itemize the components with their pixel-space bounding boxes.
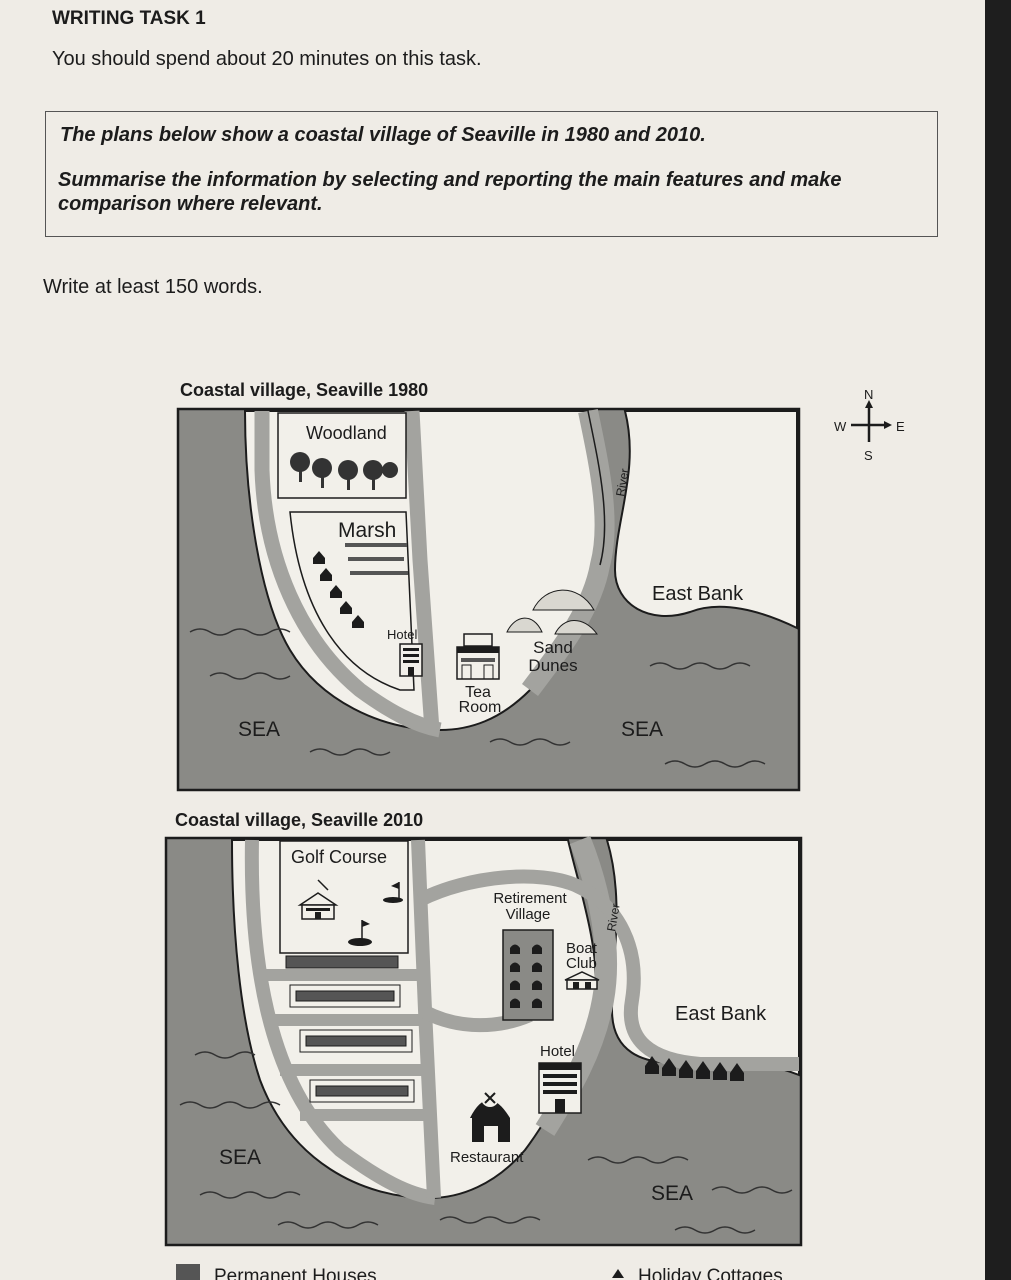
map-1980: Woodland Marsh Hotel Tea Room Sand Dunes… bbox=[176, 407, 801, 792]
compass-south: S bbox=[864, 448, 873, 463]
legend-permanent-houses: Permanent Houses bbox=[214, 1266, 377, 1280]
tea-room-label-1: Tea bbox=[465, 684, 491, 701]
retirement-village-label-1: Retirement bbox=[493, 890, 567, 907]
tea-room-label-2: Room bbox=[459, 699, 502, 716]
compass-east: E bbox=[896, 419, 905, 434]
sea-label-1980-left: SEA bbox=[238, 718, 280, 741]
wave-marks bbox=[179, 1051, 793, 1234]
sand-dunes-label-1: Sand bbox=[533, 638, 573, 657]
map-2010-title: Coastal village, Seaville 2010 bbox=[175, 810, 424, 830]
holiday-cottage-legend-icon bbox=[612, 1269, 624, 1278]
east-bank-label-1980: East Bank bbox=[652, 583, 744, 605]
map-1980-title: Coastal village, Seaville 1980 bbox=[180, 380, 429, 400]
river-label-2010: River bbox=[604, 902, 623, 932]
maps-figure: Woodland Marsh Hotel Tea Room Sand Dunes… bbox=[164, 387, 905, 1280]
hotel-label-1980: Hotel bbox=[387, 627, 417, 642]
sea-label-1980-right: SEA bbox=[621, 718, 663, 741]
east-bank-land-1980 bbox=[613, 410, 798, 630]
sand-dunes-icon bbox=[506, 589, 598, 635]
hotel-label-2010: Hotel bbox=[540, 1043, 575, 1060]
retirement-village-label-2: Village bbox=[506, 906, 551, 923]
house-icon bbox=[313, 551, 364, 628]
wave-marks bbox=[189, 628, 766, 768]
marsh-label: Marsh bbox=[338, 519, 396, 542]
golf-flag-icon bbox=[348, 882, 403, 946]
permanent-houses-swatch bbox=[176, 1264, 200, 1280]
golf-course-area bbox=[279, 840, 409, 954]
tea-room-icon bbox=[456, 633, 500, 680]
hotel-icon bbox=[399, 643, 423, 677]
holiday-cottage-icon bbox=[645, 1056, 744, 1081]
east-bank-label-2010: East Bank bbox=[675, 1003, 767, 1025]
compass-west: W bbox=[834, 419, 847, 434]
compass-rose: N S E W bbox=[834, 387, 905, 463]
tree-icon bbox=[290, 452, 398, 490]
boat-club-icon bbox=[564, 971, 600, 990]
boat-club-label-1: Boat bbox=[566, 940, 598, 957]
task-heading: WRITING TASK 1 bbox=[52, 8, 206, 29]
boat-club-label-2: Club bbox=[566, 955, 597, 972]
prompt-line-1: The plans below show a coastal village o… bbox=[60, 124, 706, 146]
restaurant-icon bbox=[470, 1089, 510, 1142]
permanent-house-blocks bbox=[285, 955, 415, 1103]
marsh-reeds-icon bbox=[345, 543, 408, 575]
hotel-icon bbox=[538, 1062, 582, 1114]
word-count-note: Write at least 150 words. bbox=[43, 276, 263, 298]
clubhouse-icon bbox=[297, 879, 339, 920]
woodland-label: Woodland bbox=[306, 423, 387, 443]
sea-label-2010-right: SEA bbox=[651, 1182, 693, 1205]
restaurant-label: Restaurant bbox=[450, 1149, 524, 1166]
legend: Permanent Houses Holiday Cottages bbox=[176, 1264, 783, 1280]
map-2010: Golf Course Retirement Village Boat Club… bbox=[164, 835, 803, 1247]
legend-holiday-cottages: Holiday Cottages bbox=[638, 1266, 783, 1280]
river-label-1980: River bbox=[613, 467, 632, 497]
golf-course-label: Golf Course bbox=[291, 847, 387, 867]
time-note: You should spend about 20 minutes on thi… bbox=[52, 48, 482, 70]
retirement-village-icon bbox=[502, 929, 554, 1021]
prompt-line-2: Summarise the information by selecting a… bbox=[58, 169, 842, 215]
background-edge bbox=[985, 0, 1011, 1280]
north-arrow-icon bbox=[865, 400, 873, 408]
sand-dunes-label-2: Dunes bbox=[528, 656, 577, 675]
sea-label-2010-left: SEA bbox=[219, 1146, 261, 1169]
compass-north: N bbox=[864, 387, 873, 402]
prompt-box bbox=[45, 111, 938, 237]
